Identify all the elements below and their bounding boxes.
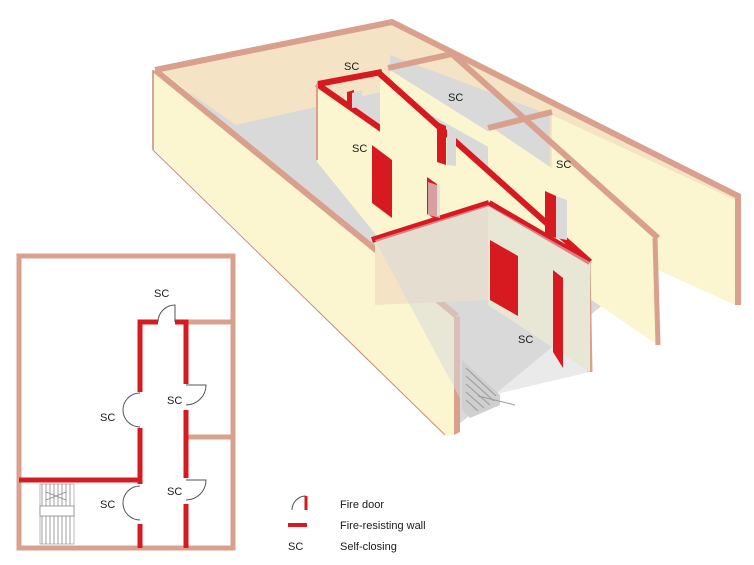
floor-plan: SC SC SC SC SC	[16, 253, 236, 551]
iso-door-opening-3	[428, 182, 440, 218]
iso-left-outer-wall	[153, 70, 454, 435]
plan-sc-label: SC	[100, 499, 115, 511]
iso-staircase-icon	[462, 360, 516, 418]
plan-door-gap	[183, 384, 189, 410]
plan-sc-label: SC	[100, 412, 115, 424]
iso-sc-label: SC	[448, 92, 463, 104]
iso-back-wall-right-face	[552, 115, 735, 305]
iso-door-opening-2	[447, 126, 456, 166]
iso-door-opening-1	[352, 90, 362, 108]
iso-right-room-top-2	[450, 51, 660, 241]
iso-fire-wall-cross	[371, 200, 490, 243]
iso-right-room-cap	[652, 237, 661, 346]
iso-fire-wall-right-top	[317, 69, 383, 87]
plan-sc-label: SC	[154, 288, 169, 300]
plan-outer-wall	[16, 253, 236, 551]
iso-front-room-floor	[375, 205, 590, 402]
iso-front-room-wall-top	[487, 200, 592, 265]
iso-door-opening-5	[556, 196, 567, 240]
legend-sc-abbrev: SC	[288, 541, 303, 553]
iso-front-edge	[152, 149, 446, 436]
iso-fire-door-3	[372, 145, 392, 218]
legend-fire-wall-label: Fire-resisting wall	[340, 520, 426, 532]
plan-door-gap	[137, 484, 143, 524]
plan-sc-label: SC	[167, 486, 182, 498]
fire-door-symbol-icon	[291, 495, 307, 511]
plan-door-gap	[158, 319, 175, 325]
plan-fire-door-icon	[122, 392, 141, 428]
iso-right-room-wall-face	[488, 125, 658, 345]
legend-self-closing-label: Self-closing	[340, 541, 397, 553]
iso-outer-wall-top	[154, 18, 741, 305]
plan-sc-label: SC	[167, 395, 182, 407]
iso-right-room-partition-top	[487, 109, 553, 131]
plan-door-gap	[183, 478, 189, 504]
legend-fire-door-label: Fire door	[340, 499, 384, 511]
plan-fire-wall-left	[137, 319, 158, 548]
plan-fire-door-icon	[185, 479, 207, 501]
legend: Fire door Fire-resisting wall SC Self-cl…	[288, 495, 426, 553]
plan-fire-door-icon	[122, 485, 141, 521]
plan-staircase-icon	[39, 483, 75, 545]
plan-fire-door-icon	[185, 384, 207, 406]
plan-fire-wall-right	[175, 319, 189, 548]
iso-fire-door-5	[545, 191, 556, 238]
iso-right-room-top-1	[387, 51, 453, 71]
plan-door-gap	[137, 392, 143, 428]
iso-fire-door-7	[553, 270, 563, 368]
iso-sc-label: SC	[344, 61, 359, 73]
iso-fire-door-2	[437, 122, 446, 165]
plan-fire-door-icon	[157, 304, 176, 323]
isometric-building: SC SC SC SC SC	[152, 18, 741, 436]
iso-sc-label: SC	[352, 143, 367, 155]
iso-fire-door-6	[490, 240, 518, 316]
iso-sc-label: SC	[556, 159, 571, 171]
iso-sc-label: SC	[518, 334, 533, 346]
